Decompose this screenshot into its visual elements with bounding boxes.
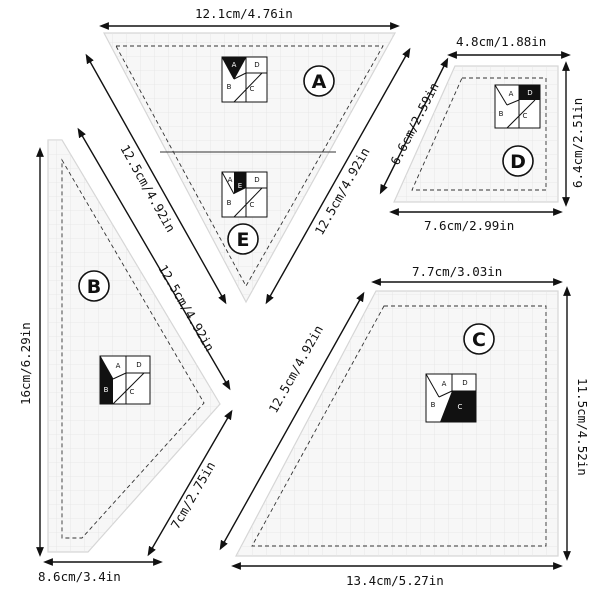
key-a-letter-d: D bbox=[254, 61, 259, 69]
dim-c-left-arrow bbox=[219, 291, 365, 551]
dim-c-bottom: 13.4cm/5.27in bbox=[346, 573, 444, 588]
dim-b-left: 16cm/6.29in bbox=[18, 322, 33, 405]
key-c-letter-c: C bbox=[458, 403, 463, 411]
ruler-e-letter: E bbox=[237, 229, 250, 251]
key-c-letter-b: B bbox=[431, 401, 436, 409]
ruler-a-key-block: A D B C bbox=[221, 56, 268, 103]
ruler-b-letter: B bbox=[87, 276, 101, 298]
key-e-letter-e: E bbox=[238, 182, 242, 190]
key-e-letter-c: C bbox=[250, 201, 255, 209]
dim-a-top: 12.1cm/4.76in bbox=[195, 6, 293, 21]
ruler-b-label: B bbox=[78, 270, 110, 302]
key-b-letter-a: A bbox=[116, 362, 121, 370]
ruler-e-label: E bbox=[227, 223, 259, 255]
ruler-c-label: C bbox=[463, 323, 495, 355]
key-e-letter-a: A bbox=[228, 176, 233, 184]
key-e-letter-b: B bbox=[227, 199, 232, 207]
ruler-d-label: D bbox=[502, 145, 534, 177]
ruler-d-seam-line bbox=[411, 77, 547, 191]
key-b-letter-b: B bbox=[104, 386, 109, 394]
dim-c-top: 7.7cm/3.03in bbox=[412, 264, 502, 279]
key-b-letter-d: D bbox=[136, 361, 141, 369]
key-e-letter-d: D bbox=[254, 176, 259, 184]
ruler-c-grid bbox=[236, 291, 558, 556]
key-a-letter-b: B bbox=[227, 83, 232, 91]
ruler-b-seam-line bbox=[61, 158, 205, 539]
ruler-c-letter: C bbox=[472, 329, 486, 351]
dim-c-right: 11.5cm/4.52in bbox=[575, 378, 590, 476]
ruler-a-letter: A bbox=[312, 71, 327, 93]
key-d-letter-a: A bbox=[509, 90, 514, 98]
ruler-c-key-block: A D B C bbox=[425, 373, 477, 423]
dim-b-lower-right: 7cm/2.75in bbox=[168, 459, 219, 532]
key-a-letter-a: A bbox=[232, 61, 237, 69]
key-d-letter-d: D bbox=[527, 89, 532, 97]
ruler-c bbox=[235, 290, 559, 557]
ruler-b-key-block: A D B C bbox=[99, 355, 151, 405]
dim-b-upper-right-arrow bbox=[77, 127, 231, 391]
dim-d-top: 4.8cm/1.88in bbox=[456, 34, 546, 49]
dim-b-bottom: 8.6cm/3.4in bbox=[38, 569, 121, 584]
ruler-e-key-block: A D E B C bbox=[221, 171, 268, 218]
key-b-letter-c: C bbox=[130, 388, 135, 396]
dim-b-lower-right-arrow bbox=[147, 409, 233, 557]
key-d-letter-c: C bbox=[523, 112, 528, 120]
key-c-letter-d: D bbox=[462, 379, 467, 387]
key-c-letter-a: A bbox=[442, 380, 447, 388]
ruler-d-letter: D bbox=[510, 151, 526, 173]
dim-d-right: 6.4cm/2.51in bbox=[570, 98, 585, 188]
key-a-letter-c: C bbox=[250, 85, 255, 93]
ruler-d-key-block: A D B C bbox=[494, 84, 541, 129]
dim-d-left-arrow bbox=[379, 57, 449, 195]
dim-d-bottom: 7.6cm/2.99in bbox=[424, 218, 514, 233]
ruler-a-label: A bbox=[303, 65, 335, 97]
key-d-letter-b: B bbox=[499, 110, 504, 118]
